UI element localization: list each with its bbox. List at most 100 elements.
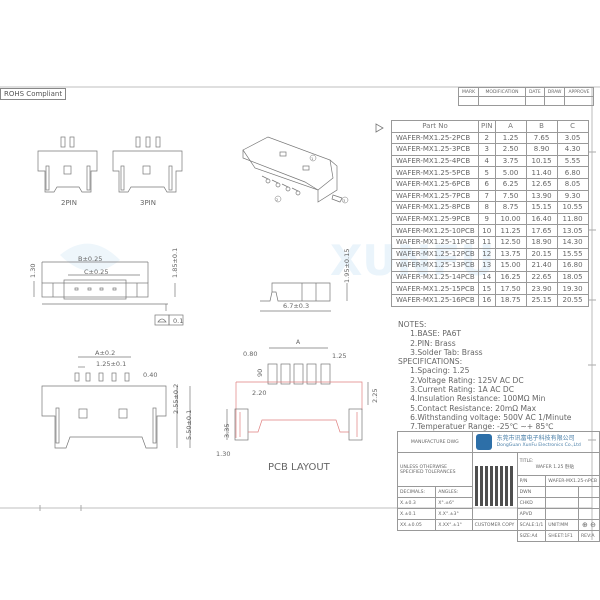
a-cell: 11.25 [494, 224, 527, 237]
c-cell: 15.55 [556, 247, 589, 261]
pcb-dim-2-25: 2.25 [371, 389, 379, 403]
part-no-cell: WAFER-MX1.25-11PCB [391, 235, 479, 249]
label-3pin: 3PIN [140, 199, 156, 207]
b-cell: 12.65 [525, 177, 558, 191]
tb-dwn-extra [577, 486, 600, 498]
dim-5-50: 5.50±0.1 [185, 410, 193, 440]
tb-size: SIZE:A4 [516, 530, 547, 542]
tb-apvd-extra [577, 508, 600, 520]
tb-chkd-extra [577, 497, 600, 509]
tb-tol-0-dec: X.±0.3 [396, 497, 437, 509]
a-cell: 6.25 [494, 177, 527, 191]
tb-dwn-value [545, 486, 579, 498]
pcb-layout [226, 347, 369, 441]
tb-rev: REV:A [577, 530, 600, 542]
dim-c: C±0.25 [84, 268, 108, 276]
part-no-cell: WAFER-MX1.25-4PCB [391, 154, 479, 168]
part-no-cell: WAFER-MX1.25-3PCB [391, 143, 479, 156]
tb-chkd-value [545, 497, 579, 509]
tb-title-value: WAFER 1.25 卧贴 [535, 464, 575, 470]
view-3pin [112, 136, 183, 193]
tb-manufacture: MANUFACTURE DWG [397, 431, 473, 453]
tb-tol-1-ang: X.X°.±3° [435, 508, 473, 520]
rev-cell [478, 96, 527, 106]
dim-1-30: 1.30 [29, 264, 37, 278]
part-no-cell: WAFER-MX1.25-2PCB [391, 131, 479, 145]
label-2pin: 2PIN [61, 199, 77, 207]
pcb-dim-0-80: 0.80 [243, 350, 257, 358]
callout-1: 1 [311, 157, 313, 161]
dim-1-95: 1.95±0.15 [343, 249, 351, 283]
part-no-cell: WAFER-MX1.25-16PCB [391, 293, 479, 307]
a-cell: 8.75 [494, 201, 527, 214]
front-view [41, 356, 191, 449]
title-block: MANUFACTURE DWG 东莞市讯富电子科技有限公司 DongGuan X… [396, 431, 600, 542]
tb-tol-0-ang: X°.±6° [435, 497, 473, 509]
tb-tol-2-dec: XX.±0.05 [396, 519, 437, 531]
part-no-cell: WAFER-MX1.25-10PCB [391, 224, 479, 237]
company-logo-icon [475, 434, 492, 450]
part-no-cell: WAFER-MX1.25-6PCB [391, 177, 479, 191]
parts-header-c: C [556, 120, 589, 133]
notes-specifications: NOTES: 1.BASE: PA6T 2.PIN: Brass 3.Solde… [398, 320, 572, 432]
a-cell: 5.00 [494, 166, 527, 179]
callout-3: 3 [343, 199, 345, 203]
pcb-dim-3-35: 3.35 [223, 424, 231, 438]
c-cell: 10.55 [556, 201, 589, 214]
tb-tol-2-ang: X.XX°.±1° [435, 519, 473, 531]
tb-tolerances: UNLESS OTHERWISE SPECIFIED TOLERANCES [397, 452, 473, 487]
isometric-view [242, 136, 349, 204]
tb-apvd-value [545, 508, 579, 520]
tb-company-cn: 东莞市讯富电子科技有限公司 [496, 435, 575, 442]
tb-decimals: DECIMALS: [396, 486, 437, 498]
dim-6-7: 6.7±0.3 [283, 302, 309, 310]
b-cell: 16.40 [525, 212, 558, 226]
side-view [260, 282, 348, 312]
tb-dwn: DWN [516, 486, 547, 498]
pin-cell: 8 [478, 201, 496, 214]
parts-header-part-no: Part No [391, 120, 479, 133]
c-cell: 13.05 [556, 224, 589, 237]
rohs-badge: ROHS Compliant [0, 88, 67, 100]
qr-code-icon [474, 466, 515, 506]
dim-0-40: 0.40 [143, 371, 157, 379]
c-cell: 20.55 [556, 293, 589, 307]
flatness-value: 0.1 [173, 317, 183, 325]
a-cell: 7.50 [494, 189, 527, 203]
tb-angles: ANGLES: [435, 486, 473, 498]
part-no-cell: WAFER-MX1.25-7PCB [391, 189, 479, 203]
pcb-dim-a: A [296, 339, 301, 346]
dim-b: B±0.25 [78, 255, 102, 263]
c-cell: 8.05 [556, 177, 589, 191]
pin-cell: 2 [478, 131, 496, 145]
tb-tol-1-dec: X.±0.1 [396, 508, 437, 520]
tb-company: 东莞市讯富电子科技有限公司 DongGuan XunFu Electronics… [471, 431, 600, 453]
tb-apvd: APVD [516, 508, 547, 520]
tb-spacer [398, 531, 518, 542]
tb-sheet: SHEET:1F1 [545, 530, 579, 542]
top-view [33, 261, 184, 326]
c-cell: 4.30 [556, 143, 589, 156]
dim-a-front: A±0.2 [95, 349, 115, 357]
tb-title: TITLE: WAFER 1.25 卧贴 [516, 452, 600, 476]
c-cell: 11.80 [556, 212, 589, 226]
c-cell: 14.30 [556, 235, 589, 249]
view-2pin [37, 136, 98, 193]
b-cell: 17.65 [525, 224, 558, 237]
pcb-dim-1-25: 1.25 [332, 352, 346, 360]
tb-chkd: CHKD [516, 497, 547, 509]
